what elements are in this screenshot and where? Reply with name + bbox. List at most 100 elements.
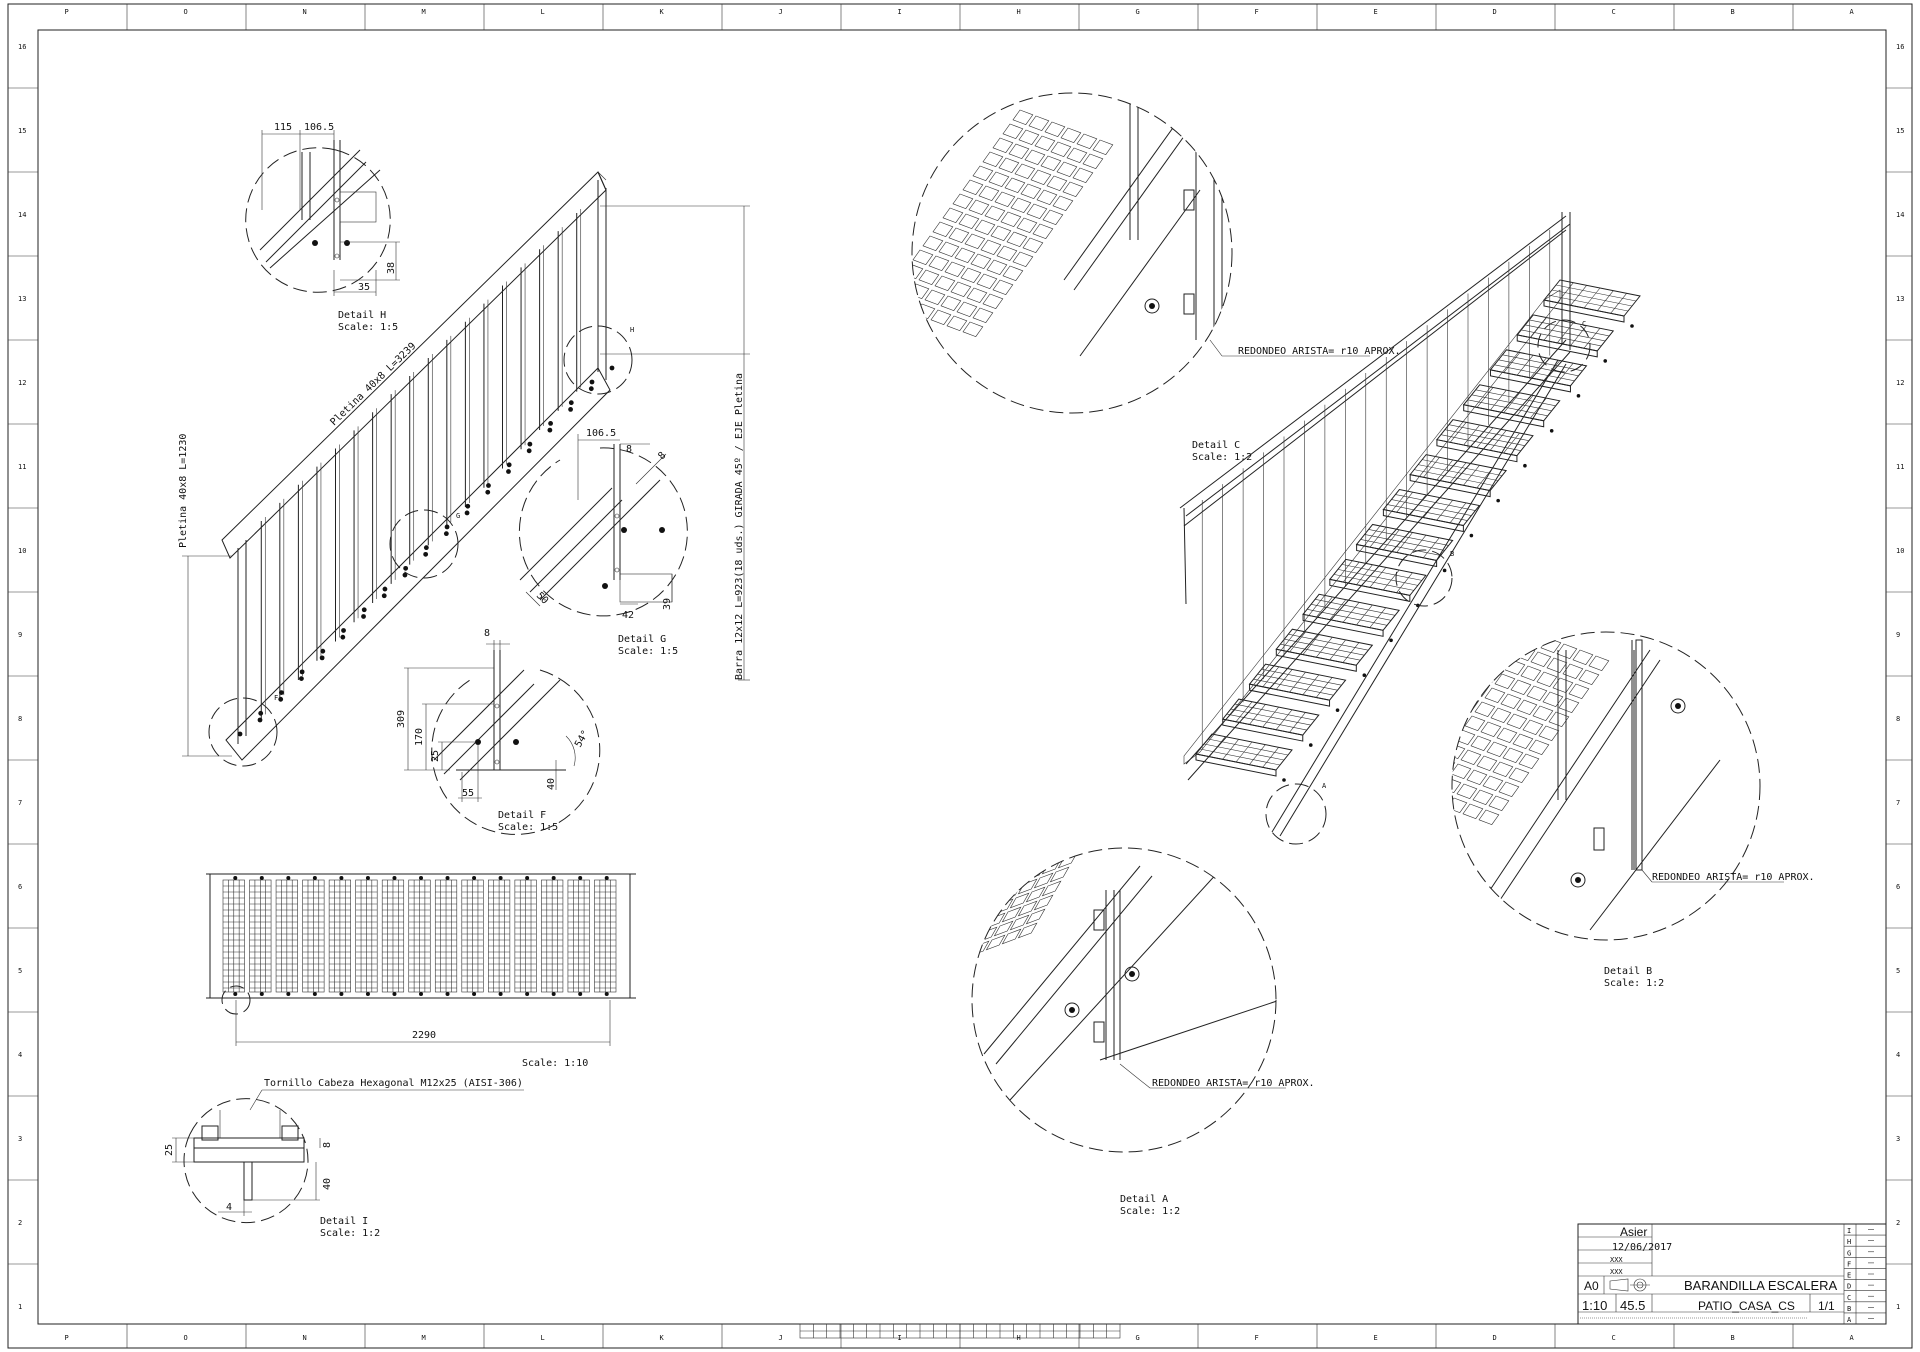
zone-row-left-11: 11 (18, 463, 26, 471)
detail-c-scale: Scale: 1:2 (1192, 452, 1252, 463)
iso-callout-b: B (1450, 550, 1454, 558)
detail-i-dim-8: 8 (322, 1142, 333, 1148)
iso-handrail (1179, 215, 1567, 509)
zone-row-right-8: 8 (1896, 715, 1900, 723)
revision-f: F (1847, 1260, 1851, 1268)
zone-col-bottom-b: B (1731, 1334, 1735, 1342)
tb-date: 12/06/2017 (1612, 1242, 1672, 1253)
detail-g-dim-39: 39 (662, 598, 673, 610)
detail-g-dim-8: 8 (626, 444, 632, 455)
detail-h-dim-38: 38 (386, 262, 397, 274)
zone-row-left-1: 1 (18, 1303, 22, 1311)
zone-col-top-d: D (1493, 8, 1497, 16)
zone-row-left-6: 6 (18, 883, 22, 891)
zone-col-bottom-n: N (303, 1334, 307, 1342)
iso-balusters (1201, 229, 1551, 749)
iso-callout-a: A (1322, 782, 1327, 790)
zone-col-bottom-m: M (422, 1334, 426, 1342)
revision-b: B (1847, 1305, 1851, 1313)
detail-b-note: REDONDEO ARISTA= r10 APROX. (1652, 872, 1815, 883)
zone-row-left-8: 8 (18, 715, 22, 723)
detail-a-title: Detail A (1120, 1194, 1168, 1205)
zone-col-top-b: B (1731, 8, 1735, 16)
zone-col-top-a: A (1850, 8, 1855, 16)
revision-g: G (1847, 1249, 1851, 1257)
zone-row-left-9: 9 (18, 631, 22, 639)
detail-a: REDONDEO ARISTA= r10 APROX. Detail A Sca… (971, 847, 1315, 1217)
detail-a-grating (972, 848, 1086, 963)
callout-f: F (274, 694, 278, 702)
zone-row-left-7: 7 (18, 799, 22, 807)
projection-symbol-icon (1609, 1278, 1650, 1292)
detail-c-title: Detail C (1192, 440, 1240, 451)
stringer (225, 367, 611, 761)
detail-f-title: Detail F (498, 810, 546, 821)
zone-col-bottom-p: P (65, 1334, 69, 1342)
callout-h: H (630, 326, 634, 334)
zone-col-bottom-e: E (1374, 1334, 1378, 1342)
detail-f-dim-309: 309 (396, 710, 407, 728)
zone-col-bottom-a: A (1850, 1334, 1855, 1342)
zone-col-bottom-l: L (541, 1334, 545, 1342)
revision-c: C (1847, 1294, 1851, 1302)
detail-g: 106.5 8 8 50 42 39 Detail G Scale: 1:5 (518, 428, 688, 657)
plan-scale: Scale: 1:10 (522, 1058, 588, 1069)
detail-i-dim-40: 40 (322, 1178, 333, 1190)
iso-callout-circle-a (1265, 783, 1327, 845)
detail-g-dim-42: 42 (622, 610, 634, 621)
revision-e: E (1847, 1272, 1851, 1280)
revision-a: A (1847, 1316, 1852, 1324)
detail-f-dim-8: 8 (484, 628, 490, 639)
zone-col-top-i: I (898, 8, 902, 16)
tb-designer: Asier (1620, 1225, 1647, 1239)
tb-approved: XXX (1610, 1268, 1623, 1276)
detail-a-note: REDONDEO ARISTA= r10 APROX. (1152, 1078, 1315, 1089)
callout-circle-h (563, 325, 633, 395)
zone-col-top-l: L (541, 8, 545, 16)
revision-i: I (1847, 1227, 1851, 1235)
grating-treads (222, 876, 617, 996)
detail-h-scale: Scale: 1:5 (338, 322, 398, 333)
callout-g: G (456, 512, 460, 520)
detail-f-dim-25: 25 (430, 750, 441, 762)
stringer-holes (237, 365, 615, 737)
zone-row-left-5: 5 (18, 967, 22, 975)
zone-col-top-m: M (422, 8, 426, 16)
detail-f-dim-55: 55 (462, 788, 474, 799)
bar-label: Barra 12x12 L=923(18 uds.) GIRADA 45º / … (734, 373, 745, 680)
zone-col-bottom-c: C (1612, 1334, 1616, 1342)
zone-row-right-11: 11 (1896, 463, 1904, 471)
tb-title: BARANDILLA ESCALERA (1684, 1278, 1838, 1293)
stair-isometric: C B A (1179, 212, 1641, 845)
detail-f-angle: 54° (573, 728, 592, 749)
zone-col-top-e: E (1374, 8, 1378, 16)
zone-row-right-7: 7 (1896, 799, 1900, 807)
detail-h-dim-115: 115 (274, 122, 292, 133)
zone-row-left-12: 12 (18, 379, 26, 387)
detail-i-dim-4: 4 (226, 1202, 232, 1213)
detail-f-dim-40: 40 (546, 778, 557, 790)
detail-b: REDONDEO ARISTA= r10 APROX. Detail B Sca… (1451, 631, 1815, 989)
tb-weight: 45.5 (1620, 1298, 1645, 1313)
tb-scale: 1:10 (1582, 1298, 1607, 1313)
detail-b-title: Detail B (1604, 966, 1652, 977)
zone-row-right-16: 16 (1896, 43, 1904, 51)
zone-row-left-13: 13 (18, 295, 26, 303)
detail-i-scale: Scale: 1:2 (320, 1228, 380, 1239)
zone-row-right-1: 1 (1896, 1303, 1900, 1311)
zone-col-bottom-g: G (1136, 1334, 1140, 1342)
inner-frame (37, 29, 1887, 1325)
detail-a-scale: Scale: 1:2 (1120, 1206, 1180, 1217)
zone-row-left-2: 2 (18, 1219, 22, 1227)
zone-row-right-3: 3 (1896, 1135, 1900, 1143)
tb-sheet: 1/1 (1818, 1299, 1835, 1313)
iso-treads (1183, 279, 1641, 782)
detail-h: 115 106.5 38 35 Detail H Scale: 1:5 (245, 122, 400, 333)
revision-d: D (1847, 1283, 1851, 1291)
zone-row-right-5: 5 (1896, 967, 1900, 975)
tb-drawing-number: PATIO_CASA_CS (1698, 1299, 1795, 1313)
zone-col-top-o: O (184, 8, 188, 16)
detail-h-dim-106-5: 106.5 (304, 122, 334, 133)
